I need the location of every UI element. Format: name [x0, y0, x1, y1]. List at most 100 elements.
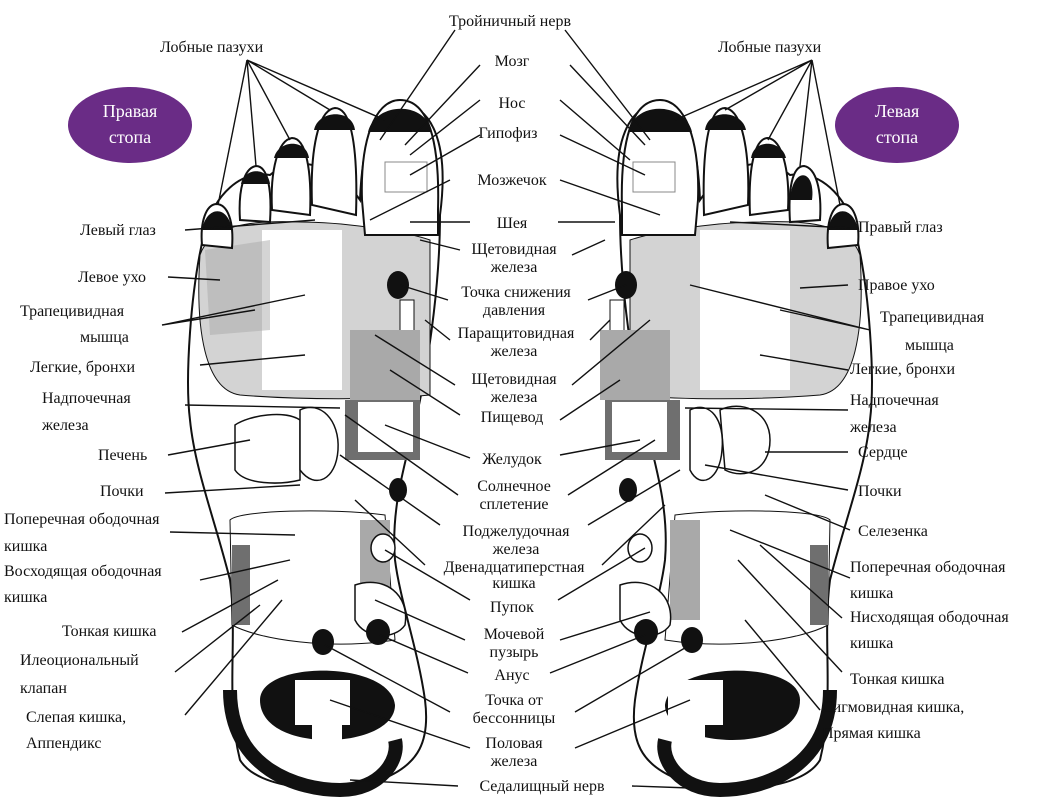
label-ascending-2: кишка: [4, 589, 47, 606]
right-foot-badge: Правая стопа: [68, 87, 192, 163]
badge-line-1: Правая: [103, 101, 158, 121]
genital-zone: [295, 680, 350, 725]
label-solar-2: сплетение: [479, 496, 548, 513]
badge-bg: [835, 87, 959, 163]
label-liver: Печень: [98, 447, 147, 464]
label-left-ear: Левое ухо: [78, 269, 146, 286]
label-cecum-2: Аппендикс: [26, 735, 102, 752]
label-trigeminal-nerve: Тройничный нерв: [449, 13, 571, 30]
label-transverse-left-2: кишка: [4, 538, 47, 555]
lungs-zone: [262, 230, 342, 390]
label-sigmoid-2: Прямая кишка: [822, 725, 921, 742]
label-genital-2: железа: [490, 753, 538, 770]
navel-point-left: [628, 534, 652, 562]
label-heart: Сердце: [858, 444, 908, 461]
anus-point-left: [634, 619, 658, 645]
label-ascending-1: Восходящая ободочная: [4, 563, 162, 580]
label-navel: Пупок: [490, 599, 534, 616]
left-foot: [600, 100, 872, 790]
label-adrenal-left-2: железа: [41, 417, 89, 434]
label-transverse-right-1: Поперечная ободочная: [850, 559, 1006, 576]
genital-zone-left-2: [675, 725, 705, 755]
label-thyroid2-1: Щетовидная: [471, 371, 557, 388]
label-thyroid2-2: железа: [490, 389, 538, 406]
label-trap-right-1: Трапецивидная: [880, 309, 985, 326]
toe-3-left-tip: [751, 144, 786, 158]
label-pressure-2: давления: [483, 302, 546, 319]
label-insomnia-2: бессонницы: [473, 710, 556, 727]
label-duodenum-1: Двенадцатиперстная: [444, 559, 586, 576]
badge-bg: [68, 87, 192, 163]
label-right-ear: Правое ухо: [858, 277, 935, 294]
badge-line-2: стопа: [109, 127, 151, 147]
label-pressure-1: Точка снижения: [461, 284, 571, 301]
label-adrenal-right-1: Надпочечная: [850, 392, 939, 409]
toe-3-tip: [274, 144, 309, 158]
label-pancreas-2: железа: [492, 541, 540, 558]
label-bladder-2: пузырь: [490, 644, 539, 661]
label-stomach: Желудок: [482, 451, 542, 468]
solar-point: [389, 478, 407, 502]
label-spleen: Селезенка: [858, 523, 928, 540]
insomnia-point: [312, 629, 334, 655]
badge-line-1: Левая: [875, 101, 920, 121]
label-trap-right-2: мышца: [905, 337, 954, 354]
esophagus-zone-left: [600, 330, 670, 400]
label-nose: Нос: [498, 95, 525, 112]
label-descending-1: Нисходящая ободочная: [850, 609, 1009, 626]
label-insomnia-1: Точка от: [485, 692, 543, 709]
label-solar-1: Солнечное: [477, 478, 551, 495]
label-adrenal-left-1: Надпочечная: [42, 390, 131, 407]
genital-zone-left: [668, 680, 723, 725]
label-brain: Мозг: [495, 53, 530, 70]
transverse-colon-left: [670, 520, 700, 620]
label-transverse-left-1: Поперечная ободочная: [4, 511, 160, 528]
label-ileocecal-1: Илеоциональный: [20, 652, 139, 669]
label-frontal-sinuses-right: Лобные пазухи: [718, 39, 822, 56]
label-kidneys-left: Почки: [100, 483, 144, 500]
big-toe-patch: [385, 162, 427, 192]
label-right-eye: Правый глаз: [858, 219, 943, 236]
label-descending-2: кишка: [850, 635, 893, 652]
label-anus: Анус: [494, 667, 529, 684]
label-cerebellum: Мозжечок: [477, 172, 546, 189]
label-cecum-1: Слепая кишка,: [26, 709, 126, 726]
label-genital-1: Половая: [485, 735, 543, 752]
label-sigmoid-1: Сигмовидная кишка,: [822, 699, 964, 716]
left-foot-badge: Левая стопа: [835, 87, 959, 163]
label-lungs-left: Легкие, бронхи: [30, 359, 136, 376]
label-lungs-right: Легкие, бронхи: [850, 361, 956, 378]
badge-line-2: стопа: [876, 127, 918, 147]
label-pituitary: Гипофиз: [478, 125, 537, 142]
label-parathyroid-1: Паращитовидная: [458, 325, 575, 342]
label-frontal-sinuses-left: Лобные пазухи: [160, 39, 264, 56]
label-trap-left-1: Трапецивидная: [20, 303, 125, 320]
toe-2-left-tip: [705, 114, 746, 130]
anus-point: [366, 619, 390, 645]
label-bladder-1: Мочевой: [484, 626, 545, 643]
toe-2-tip: [314, 114, 355, 130]
label-thyroid-2: железа: [490, 259, 538, 276]
label-pancreas-1: Поджелудочная: [463, 523, 571, 540]
kidney-zone-left: [690, 407, 722, 480]
big-toe-left-patch: [633, 162, 675, 192]
label-ileocecal-2: клапан: [20, 680, 67, 697]
pressure-point: [387, 271, 409, 299]
label-small-intestine-right: Тонкая кишка: [850, 671, 944, 688]
liver-zone: [235, 415, 300, 483]
label-thyroid-1: Щетовидная: [471, 241, 557, 258]
navel-point: [371, 534, 395, 562]
label-esophagus: Пищевод: [481, 409, 544, 426]
descending-colon: [810, 545, 828, 625]
stomach-white-left: [612, 402, 667, 452]
solar-point-left: [619, 478, 637, 502]
label-kidneys-right: Почки: [858, 483, 902, 500]
label-trap-left-2: мышца: [80, 329, 129, 346]
label-sciatic: Седалищный нерв: [479, 778, 605, 795]
label-parathyroid-2: железа: [490, 343, 538, 360]
label-neck: Шея: [497, 215, 528, 232]
label-small-intestine-left: Тонкая кишка: [62, 623, 156, 640]
ascending-colon: [232, 545, 250, 625]
